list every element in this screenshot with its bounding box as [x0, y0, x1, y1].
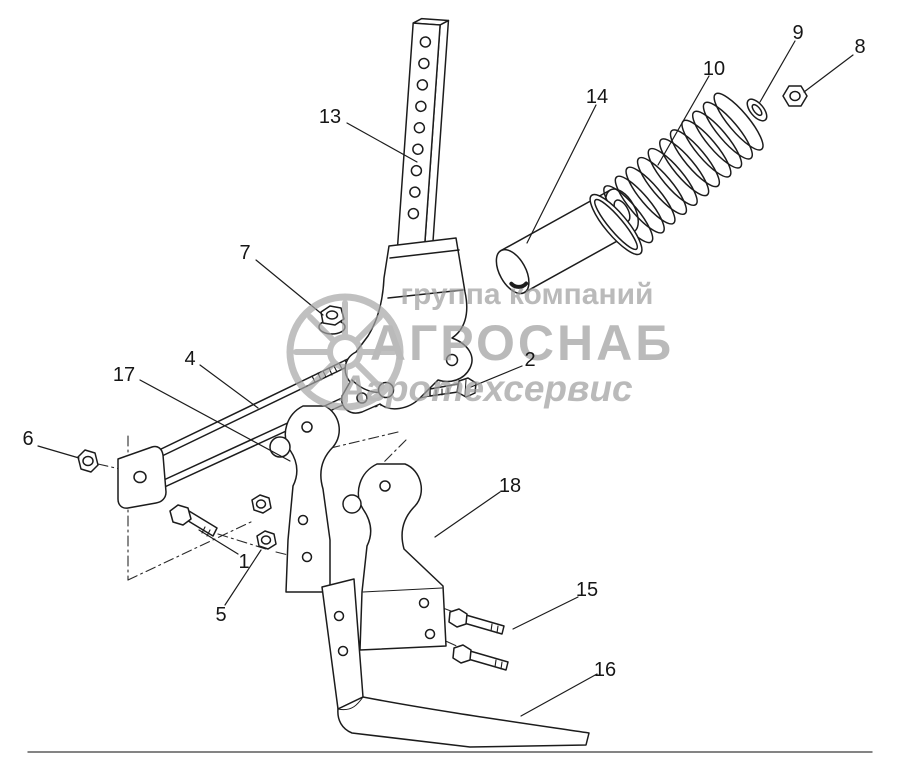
part-label-1: 1	[238, 551, 250, 573]
part-label-7: 7	[239, 242, 251, 264]
leader-9	[759, 40, 796, 103]
leader-14	[526, 104, 597, 244]
leader-8	[803, 54, 854, 93]
holder-plate-18	[342, 463, 447, 651]
part-label-13: 13	[318, 106, 342, 128]
clamp-head	[341, 237, 473, 414]
bolt-1	[169, 504, 218, 537]
part-label-17: 17	[112, 364, 136, 386]
part-label-4: 4	[184, 348, 196, 370]
watermark-line3: Агротехсервис	[338, 368, 633, 409]
nut-5-upper	[251, 494, 272, 514]
watermark-line1: группа компаний	[401, 278, 654, 311]
part-label-10: 10	[702, 58, 726, 80]
punched-bar-13	[396, 17, 450, 258]
leader-16	[520, 673, 598, 717]
leader-18	[434, 491, 501, 538]
watermark: группа компаний АГРОСНАБ Агротехсервис	[286, 278, 674, 411]
leader-13	[346, 122, 418, 163]
part-label-15: 15	[575, 579, 599, 601]
part-label-8: 8	[854, 36, 866, 58]
part-label-16: 16	[593, 659, 617, 681]
bolt-15-lower	[452, 644, 509, 671]
nut-8	[782, 85, 808, 107]
part-label-9: 9	[792, 22, 804, 44]
part-label-6: 6	[22, 428, 34, 450]
leader-15	[512, 596, 579, 630]
leader-2	[470, 365, 523, 388]
part-label-5: 5	[215, 604, 227, 626]
watermark-line2: АГРОСНАБ	[370, 315, 674, 371]
leader-1	[198, 529, 239, 555]
leader-5	[224, 549, 262, 606]
nut-6	[77, 449, 99, 473]
washer-9	[746, 98, 768, 122]
part-label-18: 18	[498, 475, 522, 497]
bolt-15-upper	[448, 608, 505, 635]
front-holder-plate	[269, 405, 341, 593]
bolt-2	[429, 377, 477, 398]
part-label-2: 2	[524, 349, 536, 371]
nut-5-lower	[256, 530, 277, 550]
leader-17	[139, 379, 291, 462]
share-blade-16	[321, 578, 590, 748]
leader-4	[199, 364, 259, 409]
leader-10	[657, 75, 710, 166]
part-label-14: 14	[585, 86, 609, 108]
watermark-logo-icon	[286, 293, 404, 411]
leader-6	[37, 445, 80, 459]
coil-spring-10	[589, 92, 764, 256]
